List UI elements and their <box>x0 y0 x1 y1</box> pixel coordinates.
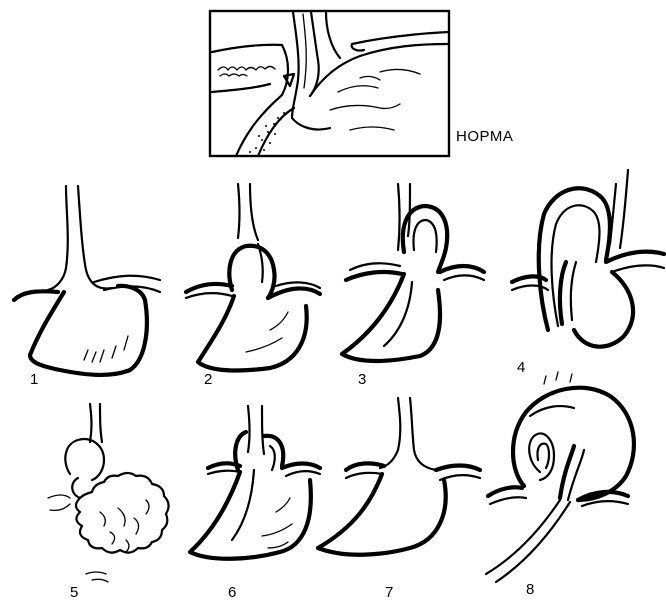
normal-diaphragm <box>212 45 288 156</box>
fig1-diaphragm-left <box>14 291 58 300</box>
fig4-label: 4 <box>517 359 525 376</box>
fig7-label: 7 <box>385 584 393 601</box>
hernia-type-7 <box>318 398 480 555</box>
normal-anatomy-panel <box>210 11 449 156</box>
fig4-herniated-loop <box>539 188 610 330</box>
normal-label: НОРМА <box>456 128 513 145</box>
hernia-type-8 <box>486 372 634 582</box>
normal-panel-frame <box>210 11 449 156</box>
fig6-label: 6 <box>228 584 236 601</box>
normal-dotted-texture <box>249 112 285 153</box>
fig1-diaphragm-right <box>94 276 160 282</box>
fig3-label: 3 <box>358 371 366 388</box>
fig5-label: 5 <box>70 584 78 601</box>
hernia-type-3 <box>342 184 484 361</box>
hernia-type-2 <box>186 184 320 370</box>
fig5-hernial-sac <box>65 439 104 480</box>
fig8-label: 8 <box>526 581 534 598</box>
normal-stomach-wall <box>310 44 448 96</box>
hernia-type-1 <box>14 186 160 375</box>
normal-esophagus <box>292 12 299 118</box>
fig1-label: 1 <box>30 371 38 388</box>
fig2-label: 2 <box>204 371 212 388</box>
fig3-herniated-fundus <box>403 206 447 272</box>
fig7-diaphragm-left <box>346 463 384 470</box>
hernia-type-4 <box>512 170 664 347</box>
hernia-type-6 <box>190 406 320 559</box>
fig2-herniated-bulge <box>229 246 274 298</box>
hernia-type-5 <box>48 404 169 582</box>
